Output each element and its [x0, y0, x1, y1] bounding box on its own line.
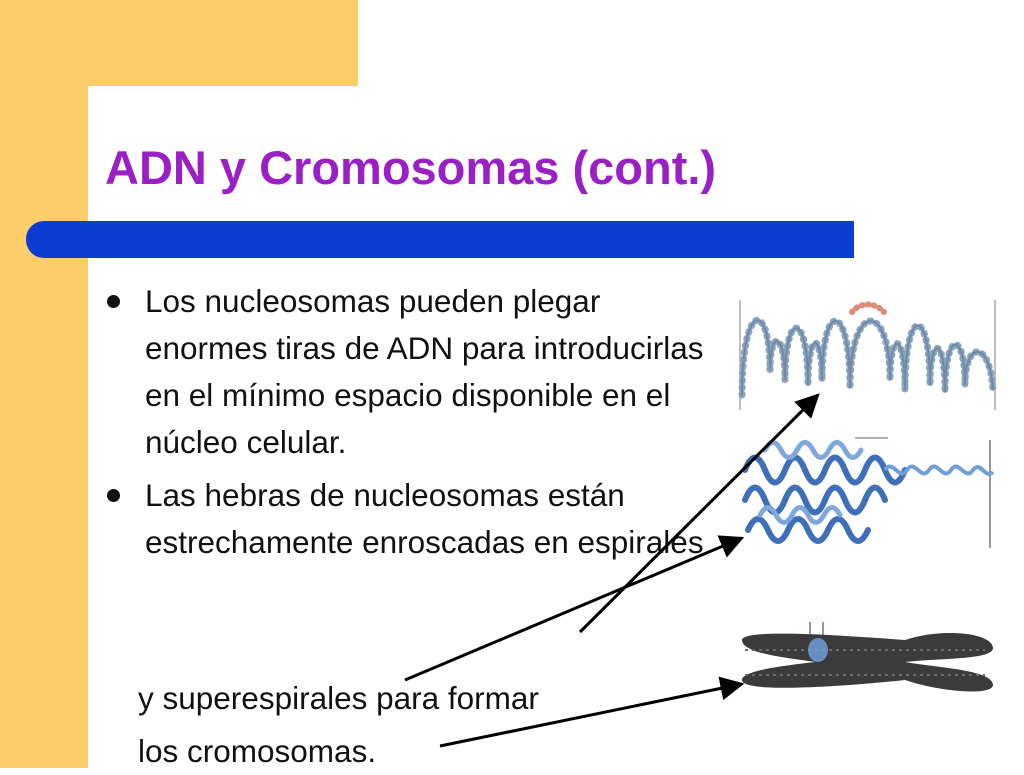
bullet-list: Los nucleosomas pueden plegar enormes ti…	[100, 278, 710, 566]
bullet-dot-icon	[107, 295, 120, 308]
bullet-text: Los nucleosomas pueden plegar enormes ti…	[145, 283, 704, 460]
bullet-item: Las hebras de nucleosomas están estrecha…	[100, 472, 710, 566]
chromosome-illustration	[742, 622, 993, 692]
pointer-arrows	[404, 393, 820, 748]
title-rule	[26, 221, 854, 258]
continuation-line: y superespirales para formar	[138, 680, 539, 716]
slide-title: ADN y Cromosomas (cont.)	[105, 141, 717, 194]
frame-top-bar	[0, 0, 358, 86]
bullet-dot-icon	[107, 489, 120, 502]
bullet-text: Las hebras de nucleosomas están estrecha…	[145, 477, 704, 560]
arrow-to-dna-loops	[578, 393, 820, 634]
bullet-item: Los nucleosomas pueden plegar enormes ti…	[100, 278, 710, 466]
supercoil-illustration	[742, 437, 995, 548]
arrow-to-supercoil	[404, 535, 745, 682]
frame-left-bar	[0, 0, 88, 768]
continuation-line: los cromosomas.	[138, 733, 377, 769]
dna-loops-illustration	[738, 300, 997, 410]
arrow-to-chromosome	[439, 676, 745, 748]
